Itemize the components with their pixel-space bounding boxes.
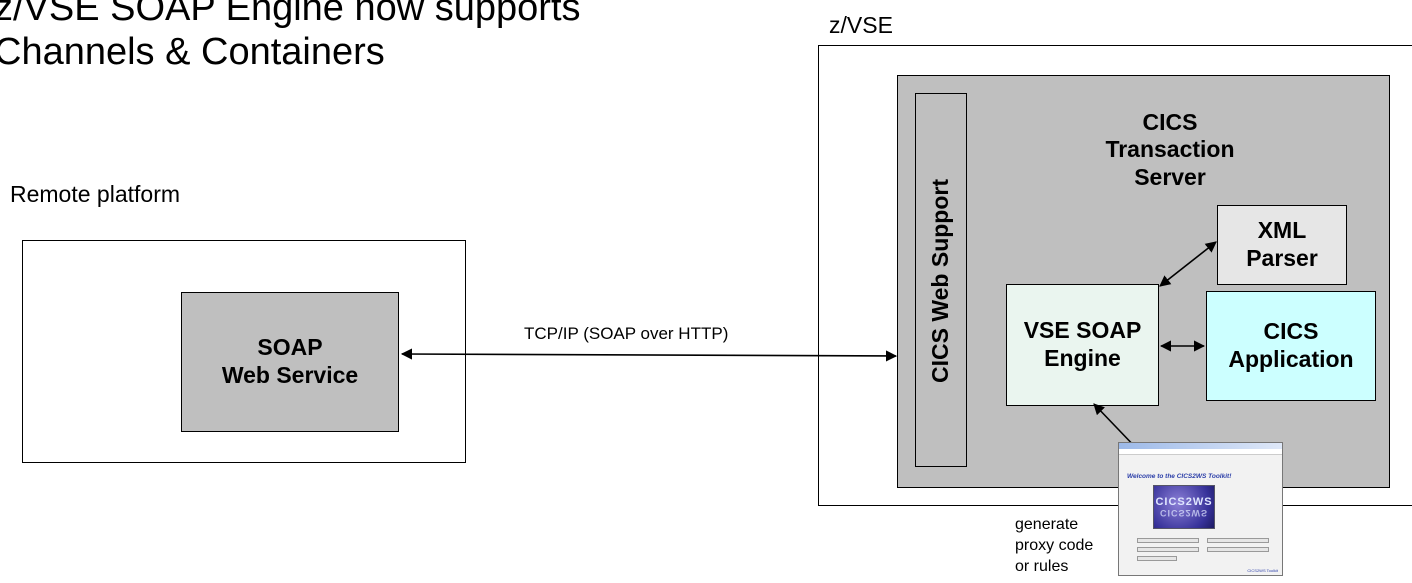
generate-line-1: generate <box>1015 516 1079 533</box>
toolkit-logo-text: CICS2WS <box>1155 496 1213 508</box>
cics-ts-line-1: CICS <box>1142 108 1198 135</box>
xml-parser-label: XML Parser <box>1217 205 1347 285</box>
generate-label: generate proxy code or rules <box>1015 514 1093 577</box>
soap-web-service-box <box>181 292 399 432</box>
toolkit-footer: CICS2WS Toolkit <box>1247 568 1278 573</box>
soap-service-line-2: Web Service <box>221 362 359 388</box>
vse-soap-engine-box <box>1006 284 1159 406</box>
title-line-1: z/VSE SOAP Engine now supports <box>0 0 581 29</box>
toolkit-titlebar <box>1119 443 1282 449</box>
generate-line-2: proxy code <box>1015 537 1094 554</box>
tcpip-arrow <box>400 348 898 362</box>
cics-ts-line-2: Transaction <box>1105 136 1235 163</box>
engine-xml-arrow <box>1159 241 1217 287</box>
cics-application-label: CICS Application <box>1206 291 1376 401</box>
toolkit-logo: CICS2WS CICS2WS <box>1153 485 1215 529</box>
cics-ts-label: CICS Transaction Server <box>1095 100 1245 200</box>
cics-ts-line-3: Server <box>1134 163 1206 190</box>
xml-parser-box <box>1217 205 1347 285</box>
remote-platform-label: Remote platform <box>10 181 181 207</box>
toolkit-logo-reflection: CICS2WS <box>1159 508 1208 518</box>
toolkit-heading: Welcome to the CICS2WS Toolkit! <box>1127 473 1232 480</box>
generate-line-3: or rules <box>1015 558 1069 575</box>
page-title: z/VSE SOAP Engine now supports Channels … <box>0 0 581 74</box>
cics-application-box <box>1206 291 1376 401</box>
toolkit-button-3 <box>1137 547 1199 552</box>
toolkit-button-1 <box>1137 538 1199 543</box>
xml-parser-line-2: Parser <box>1246 245 1318 271</box>
vse-soap-engine-label: VSE SOAP Engine <box>1006 284 1159 406</box>
title-line-2: Channels & Containers <box>0 31 385 73</box>
soap-engine-line-1: VSE SOAP <box>1023 317 1142 344</box>
toolkit-button-4 <box>1207 547 1269 552</box>
toolkit-button-2 <box>1207 538 1269 543</box>
cics-web-support-box <box>915 93 967 467</box>
connection-label: TCP/IP (SOAP over HTTP) <box>524 324 729 343</box>
cics2ws-toolkit-screenshot: Welcome to the CICS2WS Toolkit! CICS2WS … <box>1118 442 1283 576</box>
toolkit-menubar <box>1119 449 1282 455</box>
soap-service-line-1: SOAP <box>257 334 323 361</box>
cics-app-line-2: Application <box>1228 346 1354 372</box>
toolkit-button-5 <box>1137 556 1177 561</box>
soap-engine-line-2: Engine <box>1044 345 1121 371</box>
zvse-label: z/VSE <box>829 12 893 38</box>
xml-parser-line-1: XML <box>1257 217 1307 244</box>
soap-web-service-label: SOAP Web Service <box>181 292 399 432</box>
cics-app-line-1: CICS <box>1263 318 1319 345</box>
